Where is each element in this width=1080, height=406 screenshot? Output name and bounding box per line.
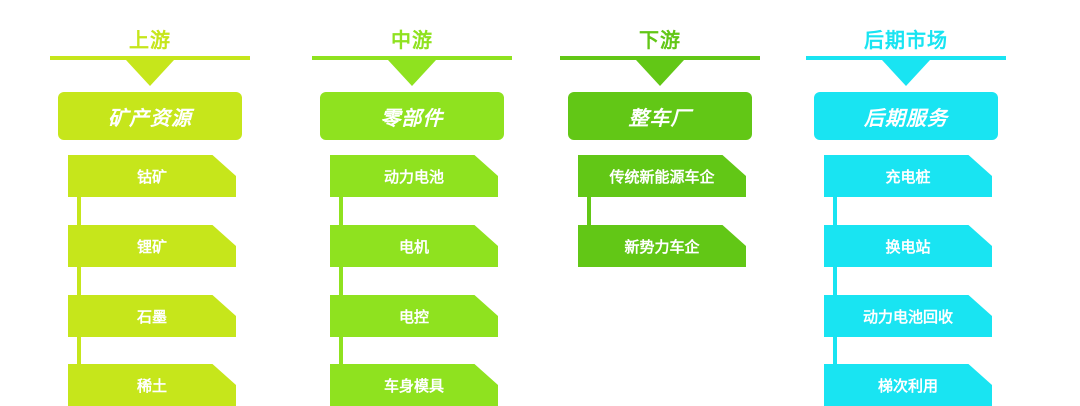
- connector-line: [587, 196, 591, 230]
- item-box: 电机: [330, 225, 498, 267]
- item-box: 石墨: [68, 295, 236, 337]
- stage-header: 整车厂: [568, 92, 752, 140]
- stage-bar: [560, 56, 760, 60]
- stage-midstream: 中游 零部件 动力电池 电机 电控 车身模具: [312, 0, 512, 406]
- item-box: 车身模具: [330, 364, 498, 406]
- item-box: 新势力车企: [578, 225, 746, 267]
- item-box: 梯次利用: [824, 364, 992, 406]
- down-arrow-icon: [388, 60, 436, 86]
- down-arrow-icon: [126, 60, 174, 86]
- item-box: 电控: [330, 295, 498, 337]
- stage-title: 中游: [391, 28, 433, 52]
- stage-downstream: 下游 整车厂 传统新能源车企 新势力车企: [560, 0, 760, 402]
- stage-title: 下游: [639, 28, 681, 52]
- item-box: 动力电池: [330, 155, 498, 197]
- stage-header: 矿产资源: [58, 92, 242, 140]
- item-box: 换电站: [824, 225, 992, 267]
- down-arrow-icon: [882, 60, 930, 86]
- stage-title: 上游: [129, 28, 171, 52]
- item-box: 钴矿: [68, 155, 236, 197]
- item-box: 锂矿: [68, 225, 236, 267]
- stage-bar: [50, 56, 250, 60]
- item-box: 传统新能源车企: [578, 155, 746, 197]
- stage-header: 零部件: [320, 92, 504, 140]
- item-box: 充电桩: [824, 155, 992, 197]
- stage-bar: [312, 56, 512, 60]
- stage-aftermarket: 后期市场 后期服务 充电桩 换电站 动力电池回收 梯次利用: [806, 0, 1006, 406]
- item-box: 动力电池回收: [824, 295, 992, 337]
- down-arrow-icon: [636, 60, 684, 86]
- item-box: 稀土: [68, 364, 236, 406]
- stage-title: 后期市场: [864, 28, 948, 52]
- stage-bar: [806, 56, 1006, 60]
- stage-header: 后期服务: [814, 92, 998, 140]
- stage-upstream: 上游 矿产资源 钴矿 锂矿 石墨 稀土: [50, 0, 250, 406]
